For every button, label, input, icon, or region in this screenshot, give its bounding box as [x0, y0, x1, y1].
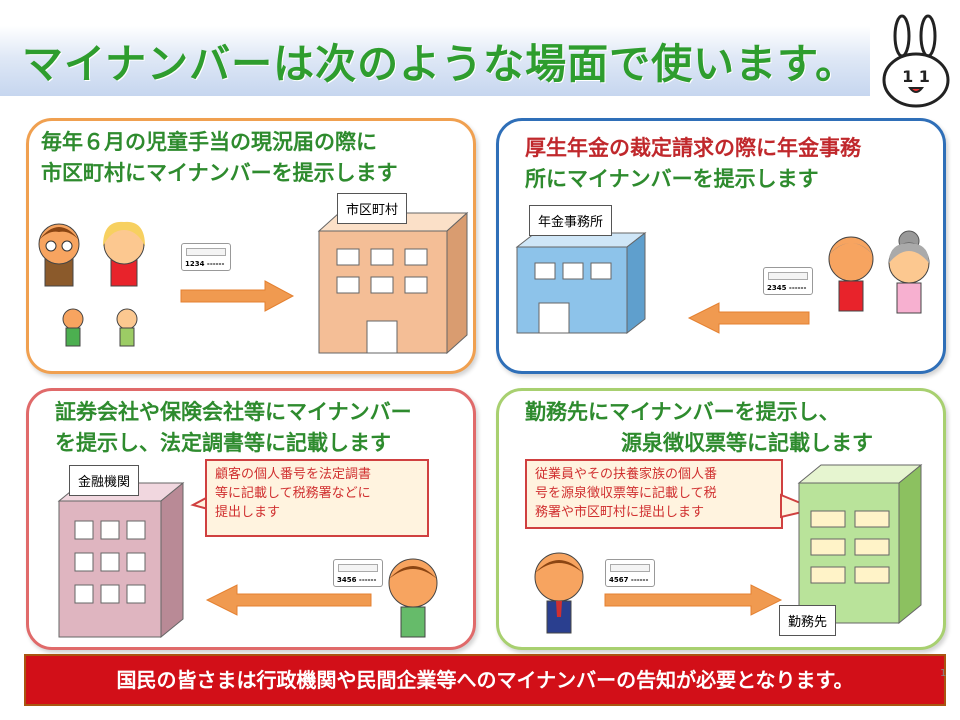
building-label-city: 市区町村: [337, 193, 408, 224]
panel-pension: 厚生年金の裁定請求の際に年金事務 所にマイナンバーを提示します 年金事務所 23…: [496, 118, 946, 374]
bubble-line: 号を源泉徴収票等に記載して税: [535, 486, 717, 501]
building-label-financial: 金融機関: [69, 465, 140, 496]
panel-1-title: 毎年６月の児童手当の現況届の際に 市区町村にマイナンバーを提示します: [41, 127, 398, 189]
bubble-line: 等に記載して税務署などに: [215, 486, 371, 501]
panel-4-title: 勤務先にマイナンバーを提示し、 源泉徴収票等に記載します: [525, 397, 873, 459]
person-employee-icon: [534, 552, 584, 634]
my-number-card: 3456 ------: [333, 559, 383, 587]
bottom-message: 国民の皆さまは行政機関や民間企業等へのマイナンバーの告知が必要となります。: [116, 668, 854, 692]
person-customer-icon: [388, 558, 438, 638]
panel-2-line2: 所にマイナンバーを提示します: [525, 167, 819, 191]
card-number: 4567 ------: [609, 576, 649, 584]
arrow-right-icon: [180, 280, 295, 312]
panel-child-allowance: 毎年６月の児童手当の現況届の際に 市区町村にマイナンバーを提示します 市区町村 …: [26, 118, 476, 374]
speech-bubble-workplace: 従業員やその扶養家族の個人番 号を源泉徴収票等に記載して税 務署や市区町村に提出…: [525, 459, 783, 529]
bubble-line: 従業員やその扶養家族の個人番: [535, 467, 718, 482]
bubble-line: 顧客の個人番号を法定調書: [215, 467, 372, 482]
bottom-banner: 国民の皆さまは行政機関や民間企業等へのマイナンバーの告知が必要となります。: [24, 654, 946, 706]
workplace-building-icon: [797, 463, 923, 625]
mascot-rabbit-icon: 1 1: [882, 14, 950, 108]
panel-3-line2: を提示し、法定調書等に記載します: [55, 431, 391, 455]
arrow-right-icon: [604, 584, 783, 616]
my-number-card: 2345 ------: [763, 267, 813, 295]
page-number: 1: [940, 668, 947, 679]
card-number: 3456 ------: [337, 576, 377, 584]
panel-4-line1: 勤務先にマイナンバーを提示し、: [525, 400, 840, 424]
panel-1-line1: 毎年６月の児童手当の現況届の際に: [41, 130, 377, 154]
arrow-left-icon: [205, 584, 372, 616]
speech-bubble-financial: 顧客の個人番号を法定調書 等に記載して税務署などに 提出します: [205, 459, 429, 537]
page-title: マイナンバーは次のような場面で使います。: [22, 40, 858, 88]
panel-4-line2: 源泉徴収票等に記載します: [621, 431, 873, 455]
panel-3-line1: 証券会社や保険会社等にマイナンバー: [55, 400, 412, 424]
title-bar: [0, 26, 870, 96]
panel-workplace: 勤務先にマイナンバーを提示し、 源泉徴収票等に記載します 従業員やその扶養家族の…: [496, 388, 946, 650]
panel-1-line2: 市区町村にマイナンバーを提示します: [41, 161, 398, 185]
elderly-couple-icon: [828, 230, 930, 314]
my-number-card: 4567 ------: [605, 559, 655, 587]
panel-2-line1: 厚生年金の裁定請求の際に年金事務: [525, 136, 861, 160]
family-people-icon: [38, 221, 145, 347]
card-number: 2345 ------: [767, 284, 807, 292]
pension-office-building-icon: [515, 231, 647, 335]
building-label-pension-office: 年金事務所: [529, 205, 613, 236]
panel-2-title: 厚生年金の裁定請求の際に年金事務 所にマイナンバーを提示します: [525, 133, 861, 195]
bubble-line: 務署や市区町村に提出します: [535, 505, 705, 520]
arrow-left-icon: [687, 302, 810, 334]
bubble-line: 提出します: [215, 505, 281, 520]
panel-3-title: 証券会社や保険会社等にマイナンバー を提示し、法定調書等に記載します: [55, 397, 412, 459]
my-number-card: 1234 ------: [181, 243, 231, 271]
financial-institution-building-icon: [57, 481, 185, 639]
bubble-tail: [780, 493, 819, 519]
panel-financial-institution: 証券会社や保険会社等にマイナンバー を提示し、法定調書等に記載します 金融機関 …: [26, 388, 476, 650]
card-number: 1234 ------: [185, 260, 225, 268]
mascot-text: 1 1: [902, 67, 930, 86]
city-hall-building-icon: [317, 211, 469, 355]
building-label-workplace: 勤務先: [779, 605, 837, 636]
